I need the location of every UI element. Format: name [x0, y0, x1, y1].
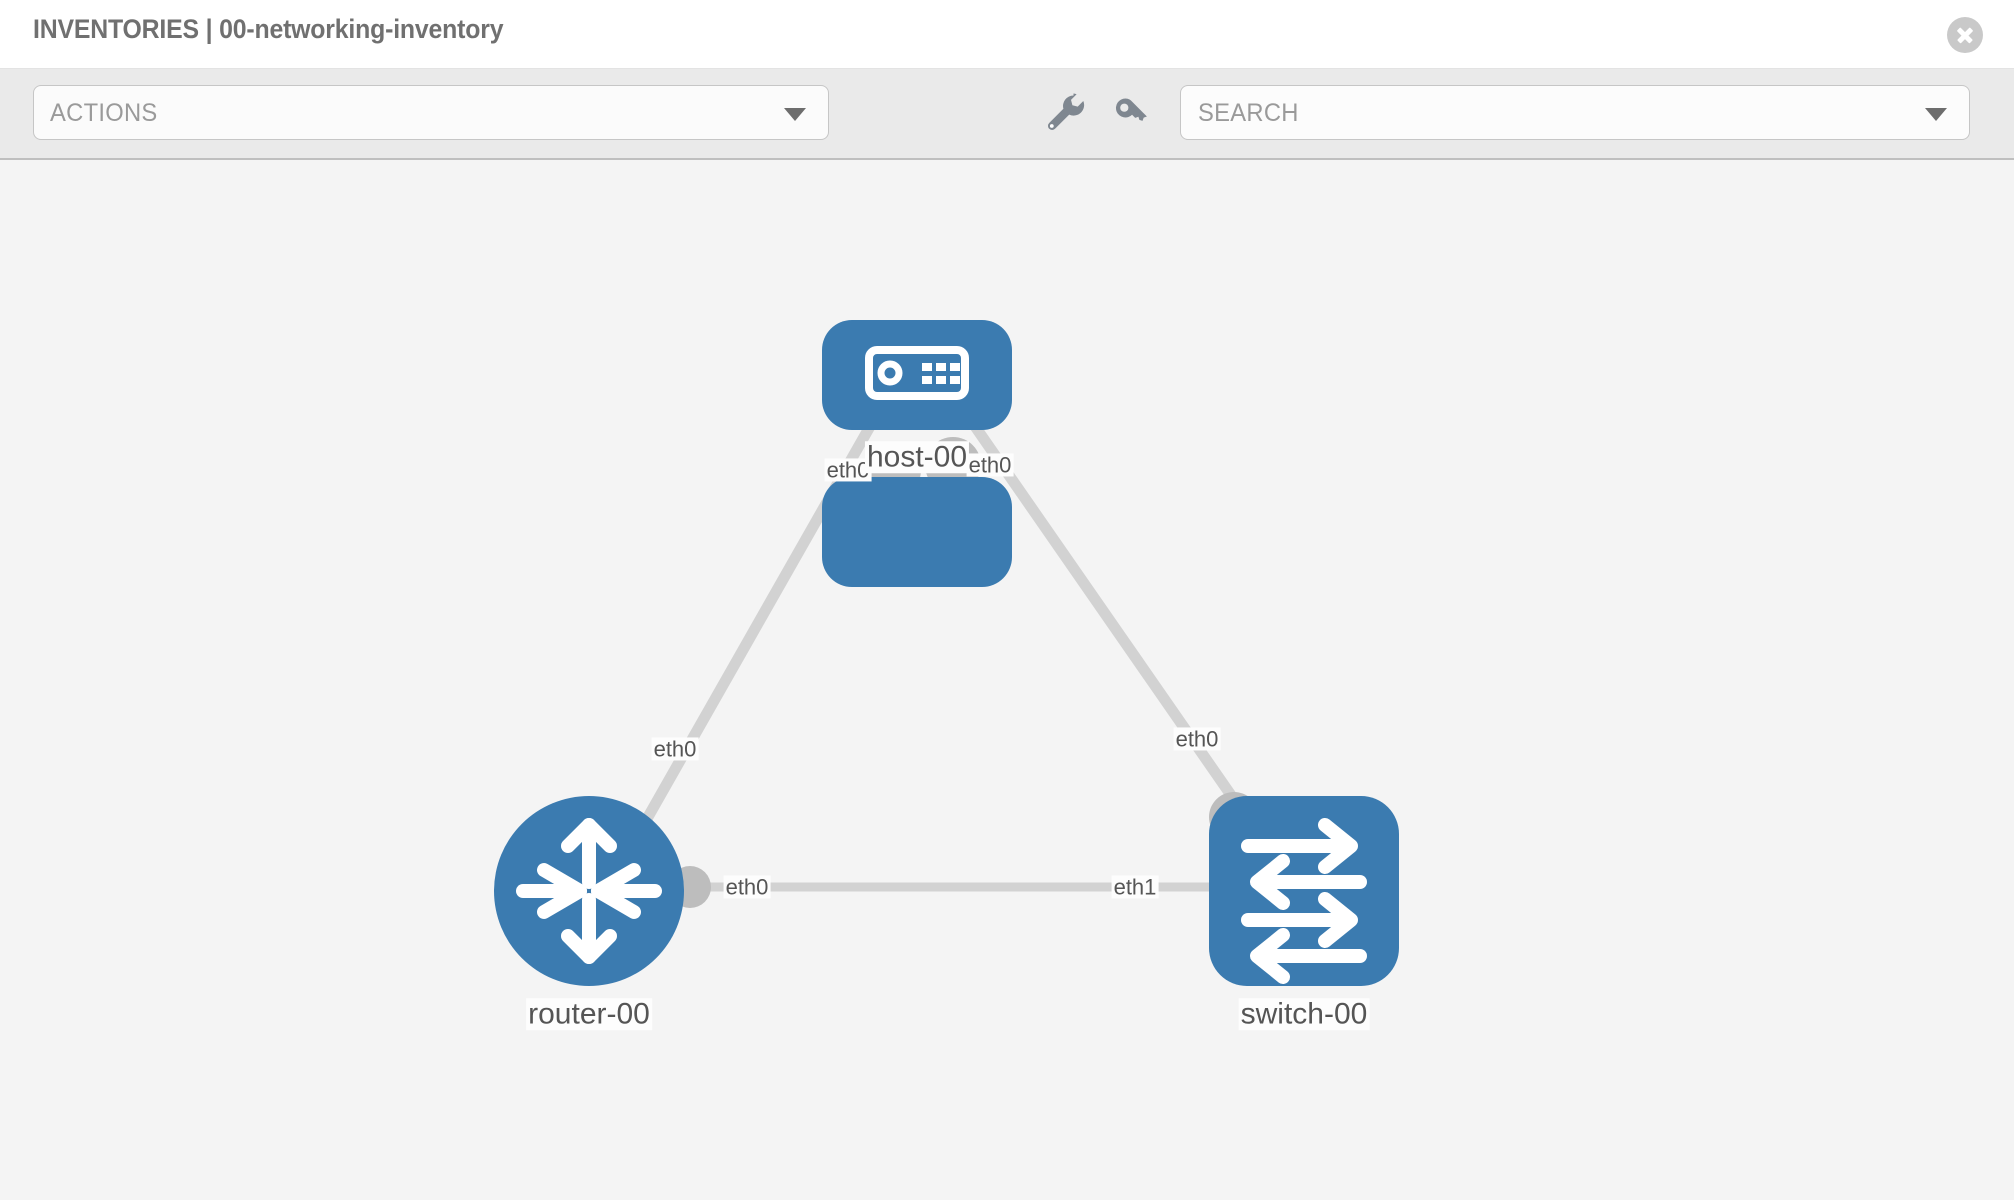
port-label: eth0 [723, 874, 771, 900]
server-icon [865, 346, 969, 400]
node-host-00 [822, 320, 1012, 587]
node-label-host-00: host-00 [864, 440, 970, 474]
port-label: eth1 [1111, 874, 1159, 900]
topology-canvas[interactable]: eth0 eth0 eth0 eth0 eth0 eth1 host-00 ro… [0, 160, 2014, 1200]
chevron-down-icon [784, 108, 806, 121]
switch-arrows-icon [1241, 818, 1367, 984]
actions-dropdown-label: ACTIONS [50, 99, 158, 127]
chevron-down-icon [1925, 108, 1947, 121]
node-label-router-00: router-00 [526, 997, 652, 1031]
port-label: eth0 [651, 736, 699, 762]
page-header: INVENTORIES | 00-networking-inventory [0, 0, 2014, 69]
wrench-icon[interactable] [1040, 89, 1086, 135]
key-icon[interactable] [1107, 89, 1153, 135]
node-switch-00 [1209, 796, 1399, 986]
actions-dropdown[interactable]: ACTIONS [33, 85, 829, 140]
close-icon[interactable] [1947, 17, 1983, 53]
node-label-switch-00: switch-00 [1238, 997, 1370, 1031]
search-placeholder: SEARCH [1198, 99, 1299, 127]
search-input[interactable]: SEARCH [1180, 85, 1970, 140]
router-arrows-icon [516, 818, 662, 964]
port-label: eth0 [824, 457, 872, 483]
page-title: INVENTORIES | 00-networking-inventory [33, 14, 504, 44]
toolbar: ACTIONS SEARCH [0, 69, 2014, 160]
node-router-00 [494, 796, 684, 986]
topology-graph [494, 320, 1399, 986]
port-label: eth0 [966, 452, 1014, 478]
port-label: eth0 [1173, 726, 1221, 752]
